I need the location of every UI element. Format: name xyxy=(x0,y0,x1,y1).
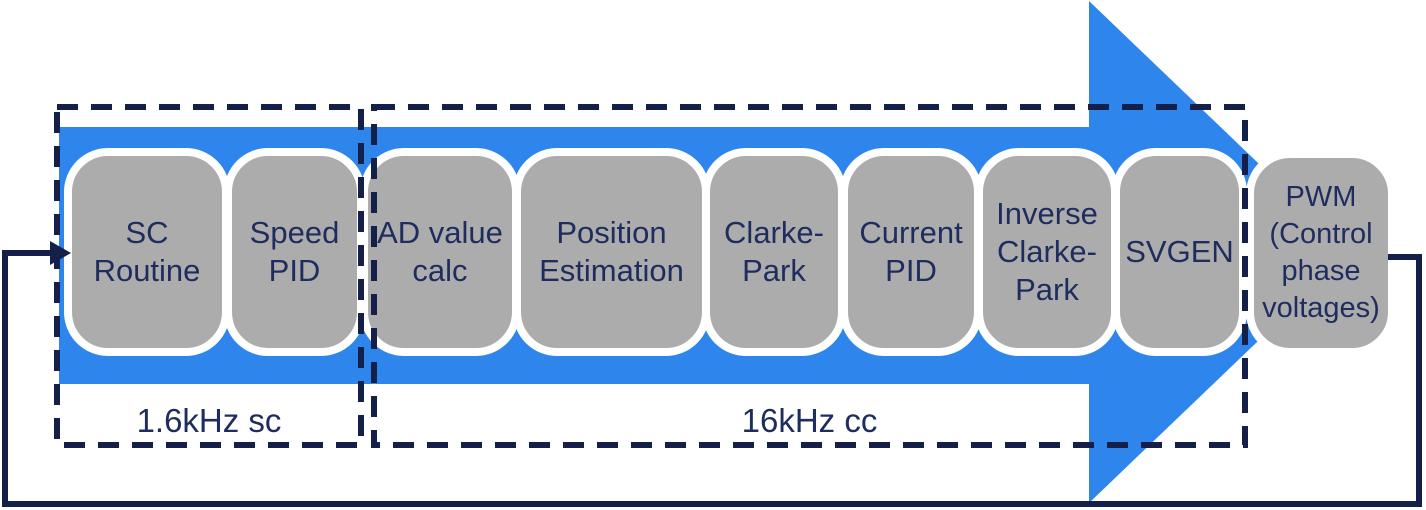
step-box-ad-value-calc: AD value calc xyxy=(360,148,520,356)
step-box-svgen: SVGEN xyxy=(1112,148,1247,356)
zone-label-current-control: 16kHz cc xyxy=(741,402,878,439)
step-box-position-estimation: Position Estimation xyxy=(513,148,710,356)
step-box-inverse-clarke-park: Inverse Clarke- Park xyxy=(975,148,1119,356)
zone-label-speed-control: 1.6kHz sc xyxy=(136,402,282,439)
step-box-speed-pid: Speed PID xyxy=(224,148,365,356)
step-box-current-pid: Current PID xyxy=(840,148,982,356)
step-box-pwm-output: PWM (Control phase voltages) xyxy=(1246,150,1396,356)
step-box-clarke-park: Clarke- Park xyxy=(702,148,846,356)
step-box-sc-routine: SC Routine xyxy=(64,148,230,356)
